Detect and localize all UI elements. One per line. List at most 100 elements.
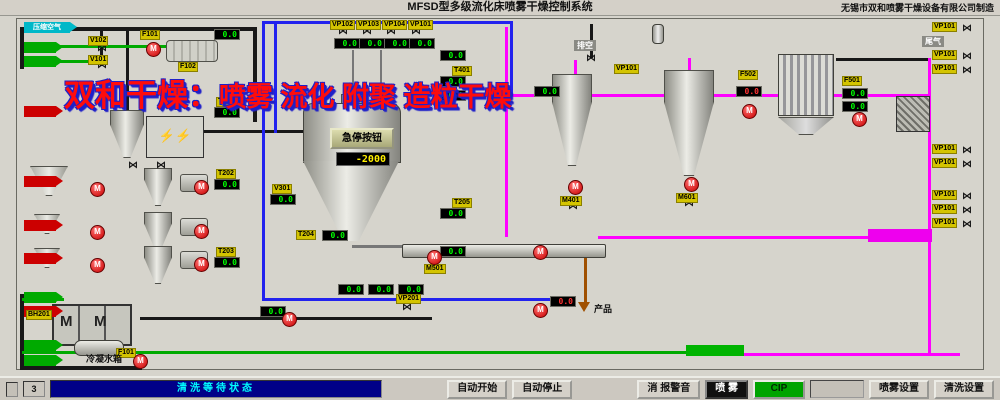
text-label: 冷凝水箱: [86, 354, 123, 364]
device-tag: VP103: [356, 20, 382, 30]
motor-indicator[interactable]: M: [194, 180, 209, 195]
pipe-segment: [204, 130, 306, 133]
motor-indicator[interactable]: M: [90, 258, 105, 273]
motor-indicator[interactable]: M: [568, 180, 583, 195]
pipe-segment: [352, 245, 404, 248]
feed-arrow: [24, 42, 63, 53]
device-tag: F101: [140, 30, 160, 40]
pipe-segment: [60, 60, 104, 63]
pipe-segment: [510, 21, 513, 96]
motor-indicator[interactable]: M: [427, 250, 442, 265]
valve-icon[interactable]: ⋈: [362, 26, 372, 37]
device-tag: VP104: [382, 20, 408, 30]
spray-settings-button[interactable]: 喷雾设置: [869, 379, 929, 399]
auto-button-group: 自动开始自动停止: [447, 379, 573, 399]
motor-indicator[interactable]: M: [742, 104, 757, 119]
pipe-segment: [126, 30, 129, 112]
valve-icon[interactable]: ⋈: [568, 201, 578, 212]
emergency-stop-button[interactable]: 急停按钮: [330, 128, 394, 149]
valve-icon[interactable]: ⋈: [586, 53, 596, 64]
diagram-frame: [16, 18, 984, 370]
value-display: 0.0: [440, 50, 466, 61]
spray-button[interactable]: 喷 雾: [705, 379, 748, 399]
device-tag: M601: [676, 193, 698, 203]
pipe-segment: [20, 27, 256, 31]
device-tag: VP201: [396, 294, 422, 304]
device-tag: VP101: [614, 64, 640, 74]
page-title: MFSD型多级流化床喷雾干燥控制系统: [407, 1, 593, 13]
pipe-segment: [928, 58, 931, 238]
motor-indicator[interactable]: M: [533, 245, 548, 260]
feed-arrow: [24, 106, 63, 117]
valve-icon[interactable]: ⋈: [97, 43, 107, 54]
mute-alarm-button[interactable]: 消 报警音: [637, 379, 701, 399]
valve-icon[interactable]: ⋈: [962, 51, 972, 62]
value-display: 0.0: [440, 208, 466, 219]
motor-indicator[interactable]: M: [852, 112, 867, 127]
device-tag: F102: [178, 62, 198, 72]
valve-icon[interactable]: ⋈: [962, 23, 972, 34]
valve-banner: [868, 229, 932, 242]
valve-icon[interactable]: ⋈: [962, 219, 972, 230]
value-display: 0.0: [322, 230, 348, 241]
page-indicator[interactable]: 3: [23, 381, 45, 397]
feed-arrow: [24, 220, 63, 231]
pipe-segment: [380, 50, 382, 103]
heat-exchanger: [778, 54, 834, 116]
feed-arrow: [24, 292, 63, 303]
device-tag: VP102: [330, 20, 356, 30]
valve-icon[interactable]: ⋈: [386, 26, 396, 37]
feed-arrow: [24, 355, 63, 366]
pipe-segment: [928, 236, 931, 356]
device-tag: VP101: [932, 190, 958, 200]
pipe-segment: [253, 27, 257, 122]
valve-icon[interactable]: ⋈: [338, 26, 348, 37]
valve-icon[interactable]: ⋈: [962, 145, 972, 156]
pipe-segment: [688, 353, 960, 356]
valve-icon[interactable]: ⋈: [97, 60, 107, 71]
value-display: 0.0: [338, 284, 364, 295]
valve-icon[interactable]: ⋈: [684, 198, 694, 209]
device-tag: T205: [452, 198, 472, 208]
feed-arrowhead: [56, 253, 63, 263]
pipe-segment: [584, 251, 587, 303]
value-display: 0.0: [214, 179, 240, 190]
motor-letter: M: [60, 313, 73, 330]
feed-arrowhead: [56, 355, 63, 365]
value-display: 0.0: [214, 257, 240, 268]
auto-start-button[interactable]: 自动开始: [447, 379, 508, 399]
pipe-segment: [22, 351, 688, 354]
value-display: 0.0: [440, 246, 466, 257]
device-tag: F501: [842, 76, 862, 86]
motor-letter: M: [94, 313, 107, 330]
valve-icon[interactable]: ⋈: [962, 65, 972, 76]
motor-indicator[interactable]: M: [146, 42, 161, 57]
motor-indicator[interactable]: M: [533, 303, 548, 318]
motor-indicator[interactable]: M: [194, 257, 209, 272]
motor-indicator[interactable]: M: [90, 182, 105, 197]
valve-icon[interactable]: ⋈: [962, 191, 972, 202]
value-display: 0.0: [384, 38, 410, 49]
valve-icon[interactable]: ⋈: [128, 160, 138, 171]
feed-arrow: 压缩空气: [24, 22, 77, 33]
motor-indicator[interactable]: M: [90, 225, 105, 240]
motor-indicator[interactable]: M: [684, 177, 699, 192]
auto-stop-button[interactable]: 自动停止: [512, 379, 573, 399]
value-display: 0.0: [214, 107, 240, 118]
valve-icon[interactable]: ⋈: [962, 159, 972, 170]
motor-indicator[interactable]: M: [282, 312, 297, 327]
motor-indicator[interactable]: M: [194, 224, 209, 239]
device-tag: VP101: [932, 50, 958, 60]
value-display: 0.0: [270, 194, 296, 205]
cip-button[interactable]: CIP: [753, 379, 805, 399]
motor-indicator[interactable]: M: [133, 354, 148, 369]
value-display: 0.0: [334, 38, 360, 49]
feed-arrow: [24, 253, 63, 264]
valve-icon[interactable]: ⋈: [402, 302, 412, 313]
clean-settings-button[interactable]: 清洗设置: [934, 379, 994, 399]
feed-arrowhead: [56, 106, 63, 116]
valve-icon[interactable]: ⋈: [156, 160, 166, 171]
value-display: 0.0: [534, 86, 560, 97]
valve-icon[interactable]: ⋈: [411, 26, 421, 37]
valve-icon[interactable]: ⋈: [962, 205, 972, 216]
